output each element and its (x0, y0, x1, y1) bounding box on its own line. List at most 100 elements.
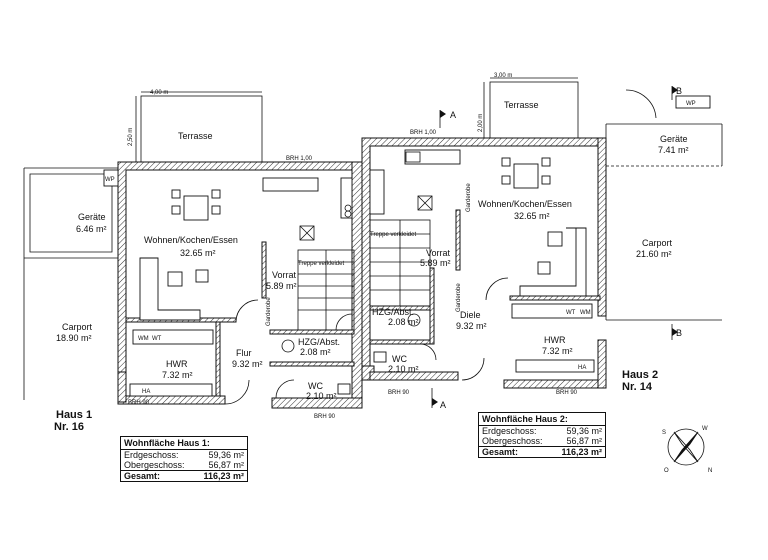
house-2-wall-bottom-left (369, 371, 459, 381)
house-1-wp-label: WP (105, 177, 115, 183)
house-2-summary-total-value: 116,23 m² (561, 447, 602, 457)
house-1-ha (129, 383, 213, 397)
house-1-summary-title: Wohnfläche Haus 1: (121, 437, 247, 450)
house-1-summary-total-label: Gesamt: (124, 471, 161, 481)
house-2-door-entry (461, 357, 485, 381)
terrace-2-depth: 2,00 m (478, 114, 484, 132)
house-2-area-summary: Wohnfläche Haus 2: Erdgeschoss: 59,36 m²… (478, 412, 606, 458)
house-1-toilet (337, 383, 351, 395)
house-2-carport-outline (605, 123, 723, 321)
house-2-door-wc (419, 343, 437, 361)
house-1-door-entry (224, 379, 250, 405)
house-2-sheds-area: 7.41 m² (658, 145, 689, 155)
house-2-ha (515, 359, 595, 373)
house-2-hwr-counter (511, 303, 593, 319)
compass-w: W (702, 426, 708, 432)
house-2-sofa (519, 227, 587, 297)
house-1-summary-value: 56,87 m² (208, 460, 244, 470)
house-1-side-table (195, 269, 209, 283)
house-1-wall-right (351, 161, 363, 406)
house-1-flur-area: 9.32 m² (232, 359, 263, 369)
terrace-1-width: 4,00 m (150, 90, 168, 96)
house-2-stair-cover: Treppe verkleidet (370, 232, 416, 238)
house-2-label-line2: Nr. 14 (622, 381, 653, 393)
house-1-vorrat-name: Vorrat (272, 270, 297, 280)
house-2-hzg-area: 2.08 m² (388, 317, 419, 327)
house-1-summary-label: Erdgeschoss: (124, 450, 179, 460)
house-2-summary-value: 59,36 m² (566, 426, 602, 436)
house-2-shed-door (625, 89, 657, 119)
terrace-2 (489, 81, 579, 139)
house-2-kitchen-counter (404, 149, 461, 165)
house-2-side-table (537, 261, 551, 275)
house-1-summary-total: Gesamt: 116,23 m² (121, 470, 247, 481)
section-mark-b-bottom: B (671, 324, 682, 340)
house-1-hzg-unit (281, 339, 295, 353)
house-1-summary-label: Obergeschoss: (124, 460, 185, 470)
house-1-wall-hwr-side (215, 321, 221, 397)
house-1-brh-top: BRH 1,00 (286, 156, 313, 162)
terrace-2-label: Terrasse (504, 100, 539, 110)
house-2-dining-table (513, 163, 539, 189)
house-2-hzg-name: HZG/Abst. (372, 307, 414, 317)
house-1-sofa (139, 257, 201, 321)
house-1-label-line1: Haus 1 (56, 409, 92, 421)
house-2-wall-hwr (509, 295, 601, 301)
house-2-hzg-unit (407, 313, 421, 327)
house-1-wp (103, 169, 119, 187)
house-1-wm: WM (138, 336, 149, 342)
house-1-wall-hzg (269, 329, 355, 335)
compass-n: N (708, 468, 712, 474)
house-1-door-hwr (235, 299, 259, 323)
section-mark-a-bottom: A (431, 388, 446, 410)
house-1-wt: WT (152, 336, 162, 342)
house-2-wt: WT (566, 310, 576, 316)
house-2-wardrobe: Garderobe (466, 183, 472, 212)
house-2-wc-name: WC (392, 354, 407, 364)
house-1-sheds-area: 6.46 m² (76, 224, 107, 234)
section-a-top-label: A (450, 110, 456, 120)
terrace-2-width: 3,00 m (494, 73, 512, 79)
house-1-dining-table (183, 195, 209, 221)
house-1-hzg-name: HZG/Abst. (298, 337, 340, 347)
house-2-hwr-name: HWR (544, 335, 566, 345)
house-2-carport-area: 21.60 m² (636, 249, 672, 259)
compass-o: O (664, 468, 669, 474)
house-1-carport-outline (23, 167, 118, 400)
house-1-vorrat-area: 5.89 m² (266, 281, 297, 291)
house-1-wall-bottom-right (271, 397, 363, 409)
house-2-living-name: Wohnen/Kochen/Essen (478, 199, 572, 209)
house-1-wall-corner (117, 371, 127, 403)
house-2-door-hwr (485, 277, 509, 301)
house-1-flur-name: Flur (236, 348, 252, 358)
house-2-label-line1: Haus 2 (622, 369, 658, 381)
house-1-area-summary: Wohnfläche Haus 1: Erdgeschoss: 59,36 m²… (120, 436, 248, 482)
house-2-vorrat-area: 5.89 m² (420, 258, 451, 268)
house-1-stair-cover: Treppe verkleidet (298, 261, 344, 267)
house-1-wardrobe: Garderobe (266, 297, 272, 326)
house-1-wc-area: 2.10 m² (306, 391, 337, 401)
house-2-summary-title: Wohnfläche Haus 2: (479, 413, 605, 426)
house-1-living-area: 32.65 m² (180, 248, 216, 258)
house-2-kitchen-side (369, 169, 385, 215)
house-1-armchair (167, 271, 183, 287)
house-2-wall-hwr-right (597, 339, 607, 389)
house-1-kitchen-counter (262, 177, 319, 192)
section-b-bottom-label: B (676, 328, 682, 338)
section-mark-b-top: B (671, 86, 682, 100)
house-1-door-hzg (335, 313, 353, 331)
house-1-sheds-name: Geräte (78, 212, 106, 222)
terrace-1-label: Terrasse (178, 131, 213, 141)
house-2-armchair (547, 231, 563, 247)
compass: S W N O (662, 426, 712, 474)
house-1-ha-label: HA (142, 389, 150, 395)
house-1-carport-name: Carport (62, 322, 93, 332)
house-2-toilet (373, 351, 387, 363)
house-2-summary-total-label: Gesamt: (482, 447, 519, 457)
house-2-ha-label: HA (578, 365, 586, 371)
house-2-sheds-name: Geräte (660, 134, 688, 144)
house-2-wall-wc (369, 339, 431, 345)
compass-s: S (662, 430, 666, 436)
house-2-summary-label: Erdgeschoss: (482, 426, 537, 436)
